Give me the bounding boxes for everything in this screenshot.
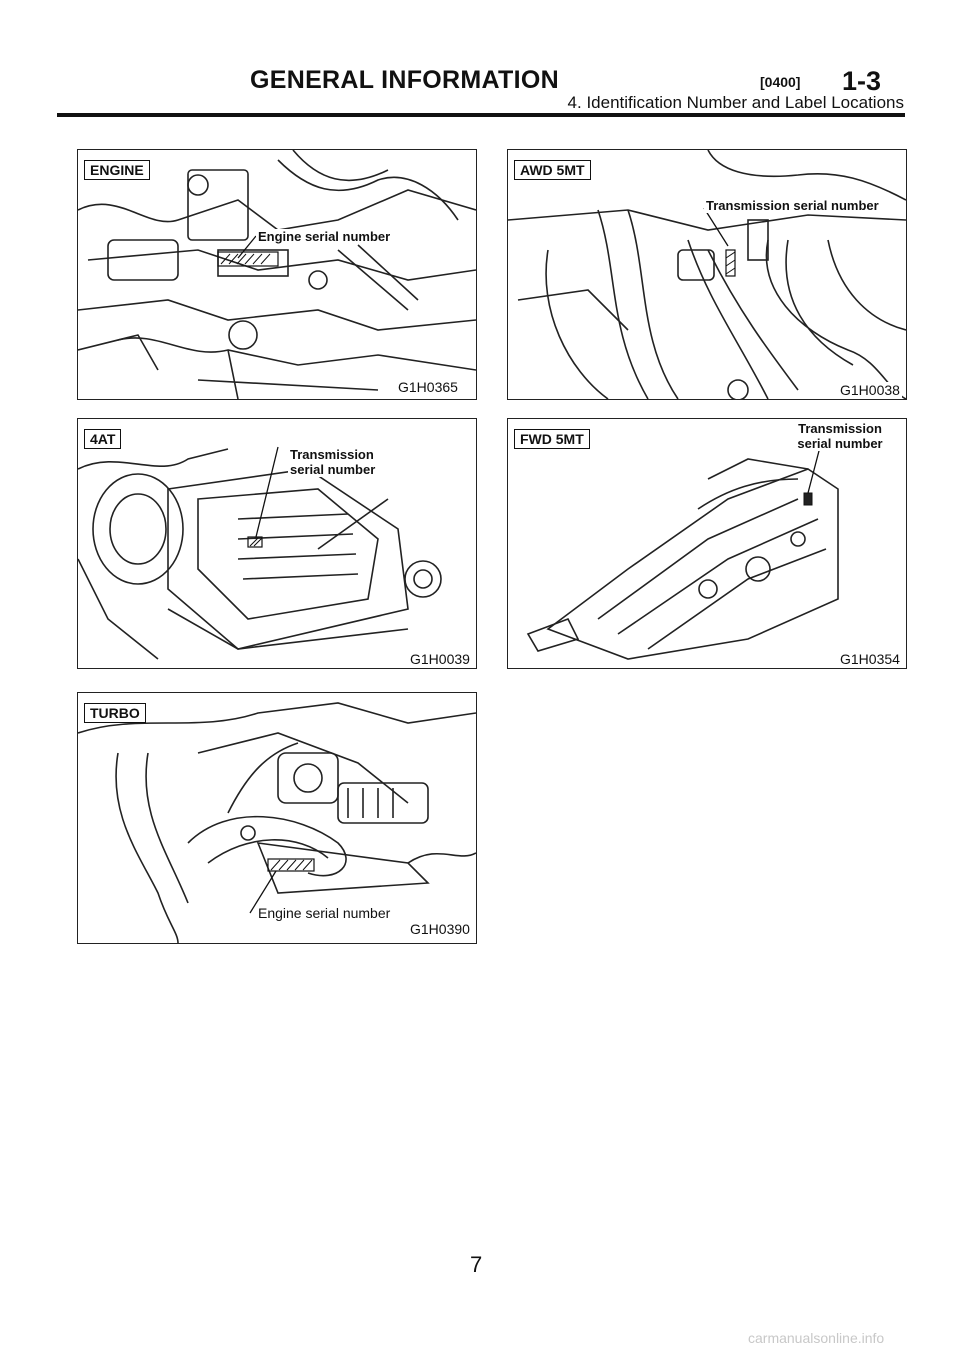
figure-id: G1H0039 (408, 651, 472, 667)
turbo-engine-illustration (78, 702, 476, 943)
manual-transmission-illustration (526, 446, 839, 660)
section-subtitle: 4. Identification Number and Label Locat… (567, 93, 904, 112)
figure-id: G1H0038 (838, 382, 902, 398)
figure-tag: TURBO (84, 703, 146, 723)
figure-engine: ENGINE Engine serial number G1H0365 (77, 149, 477, 400)
figure-tag: FWD 5MT (514, 429, 590, 449)
figure-4at: 4AT Transmission serial number G1H0039 (77, 418, 477, 669)
automatic-transmission-illustration (78, 446, 442, 660)
figure-tag: 4AT (84, 429, 122, 449)
figure-callout: Transmission serial number (288, 447, 412, 477)
header-rule (57, 113, 905, 117)
awd-transmission-illustration (508, 150, 906, 399)
figure-awd-5mt: AWD 5MT Transmission serial number G1H00… (507, 149, 907, 400)
figure-id: G1H0390 (408, 921, 472, 937)
footer-watermark: carmanualsonline.info (748, 1330, 885, 1346)
figure-callout: Engine serial number (256, 905, 393, 921)
figure-fwd-5mt: FWD 5MT Transmission serial number G1H03… (507, 418, 907, 669)
engine-illustration (78, 150, 476, 399)
figure-turbo: TURBO Engine serial number G1H0390 (77, 692, 477, 944)
page-reference: 1-3 (842, 66, 882, 96)
figure-callout: Transmission serial number (704, 198, 881, 213)
figure-id: G1H0354 (838, 651, 902, 667)
section-title: GENERAL INFORMATION (250, 66, 559, 94)
page-number: 7 (470, 1252, 483, 1277)
figure-callout: Transmission serial number (788, 421, 892, 451)
section-code: [0400] (760, 74, 801, 90)
figure-callout: Engine serial number (256, 229, 393, 244)
figure-tag: AWD 5MT (514, 160, 591, 180)
figure-tag: ENGINE (84, 160, 150, 180)
figure-id: G1H0365 (396, 379, 460, 395)
